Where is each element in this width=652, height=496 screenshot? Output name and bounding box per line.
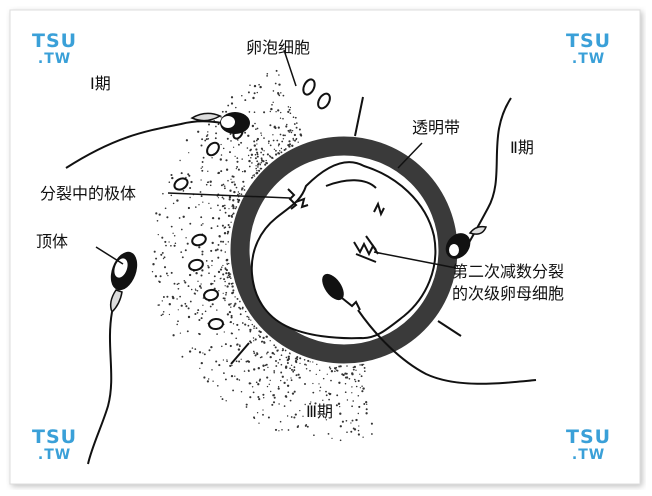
label-secondary-oocyte-line1: 第二次减数分裂 xyxy=(452,262,564,282)
label-acrosome: 顶体 xyxy=(36,232,68,252)
watermark-top-left: TSU.TW xyxy=(32,32,77,68)
label-stage3: Ⅲ期 xyxy=(306,402,333,422)
watermark-bottom-right: TSU.TW xyxy=(566,428,611,464)
label-follicle-cells: 卵泡细胞 xyxy=(246,38,310,58)
diagram-frame: Ⅰ期 Ⅱ期 Ⅲ期 卵泡细胞 透明带 分裂中的极体 顶体 第二次减数分裂 的次级卵… xyxy=(6,6,644,488)
label-zona-pellucida: 透明带 xyxy=(412,118,460,138)
label-stage2: Ⅱ期 xyxy=(510,138,534,158)
label-secondary-oocyte-line2: 的次级卵母细胞 xyxy=(452,284,564,304)
label-stage1: Ⅰ期 xyxy=(90,74,111,94)
label-dividing-polar-body: 分裂中的极体 xyxy=(40,184,136,204)
watermark-top-right: TSU.TW xyxy=(566,32,611,68)
watermark-bottom-left: TSU.TW xyxy=(32,428,77,464)
